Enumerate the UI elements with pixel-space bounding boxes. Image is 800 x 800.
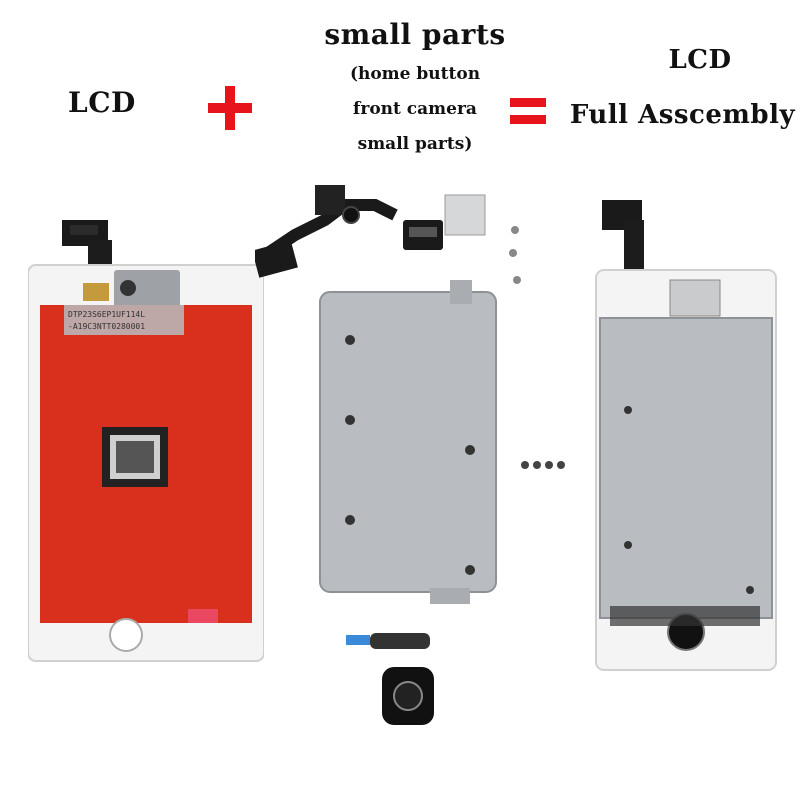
- lcd-label-right: LCD: [668, 45, 732, 75]
- panel-print-line-2: -A19C3NTT0280001: [68, 322, 145, 331]
- lcd-screen-image: DTP23S6EP1UF114L -A19C3NTT0280001: [28, 220, 264, 662]
- small-parts-line-1: (home button: [349, 64, 481, 84]
- earpiece-bracket: [444, 194, 486, 236]
- full-assembly-label: Full Asscembly: [569, 100, 796, 130]
- screws-image: [521, 461, 565, 469]
- plus-icon: [208, 86, 252, 130]
- lcd-flex-cable: [62, 220, 112, 280]
- home-button-image: [346, 633, 434, 725]
- home-button-hole: [109, 618, 143, 652]
- small-parts-line-2: front camera: [353, 99, 477, 119]
- small-parts-line-3: small parts): [357, 134, 473, 154]
- full-assembly-image: [595, 200, 777, 671]
- panel-print-line-1: DTP23S6EP1UF114L: [68, 310, 145, 319]
- front-camera-flex-image: [255, 185, 521, 284]
- lcd-label-left: LCD: [68, 86, 136, 119]
- lcd-shield-plate-image: [319, 280, 497, 604]
- equals-icon: [510, 96, 546, 126]
- small-parts-title: small parts: [324, 18, 506, 51]
